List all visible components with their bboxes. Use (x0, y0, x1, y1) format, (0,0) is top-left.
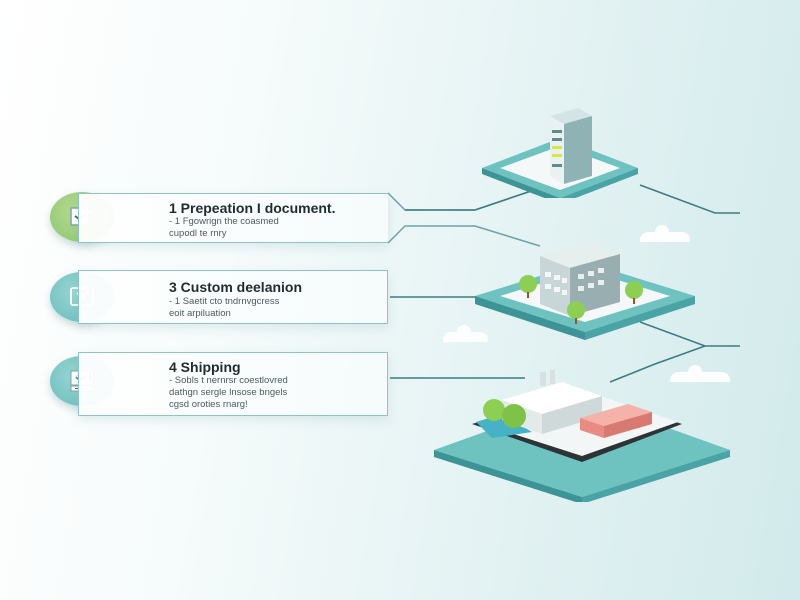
step-description: - 1 Saetit cto tndrnvgcress eoit arpilua… (169, 296, 279, 320)
step-title: 4 Shipping (169, 359, 241, 375)
step-card-shipping: 4 Shipping - Sobls t nernrsr coestlovred… (78, 352, 388, 416)
step-description-line: dathgn sergle lnsose bngels (169, 387, 288, 398)
step-title: 1 Prepeation I document. (169, 200, 336, 216)
step-card-preparation: 1 Prepeation I document. - 1 Fgowrign th… (78, 193, 388, 243)
step-description-line: - Sobls t nernrsr coestlovred (169, 375, 288, 386)
cloud-decoration (670, 365, 730, 382)
step-card-customs-declaration: 3 Custom deelanion - 1 Saetit cto tndrnv… (78, 270, 388, 324)
cargo-ship-platform-illustration (434, 370, 730, 502)
step-description-line: cupodl te rnry (169, 228, 227, 239)
step-title: 3 Custom deelanion (169, 279, 303, 295)
cloud-decoration (640, 225, 690, 242)
step-description-line: cgsd oroties rnarg! (169, 399, 248, 410)
cloud-decoration (443, 325, 488, 342)
step-description-line: - 1 Fgowrign the coasmed (169, 216, 279, 227)
server-rack-platform-illustration (482, 108, 638, 198)
step-description-line: eoit arpiluation (169, 308, 231, 319)
step-description-line: - 1 Saetit cto tndrnvgcress (169, 296, 280, 307)
step-description: - 1 Fgowrign the coasmed cupodl te rnry (169, 216, 279, 240)
step-description: - Sobls t nernrsr coestlovred dathgn ser… (169, 375, 288, 411)
office-building-platform-illustration (475, 242, 695, 340)
